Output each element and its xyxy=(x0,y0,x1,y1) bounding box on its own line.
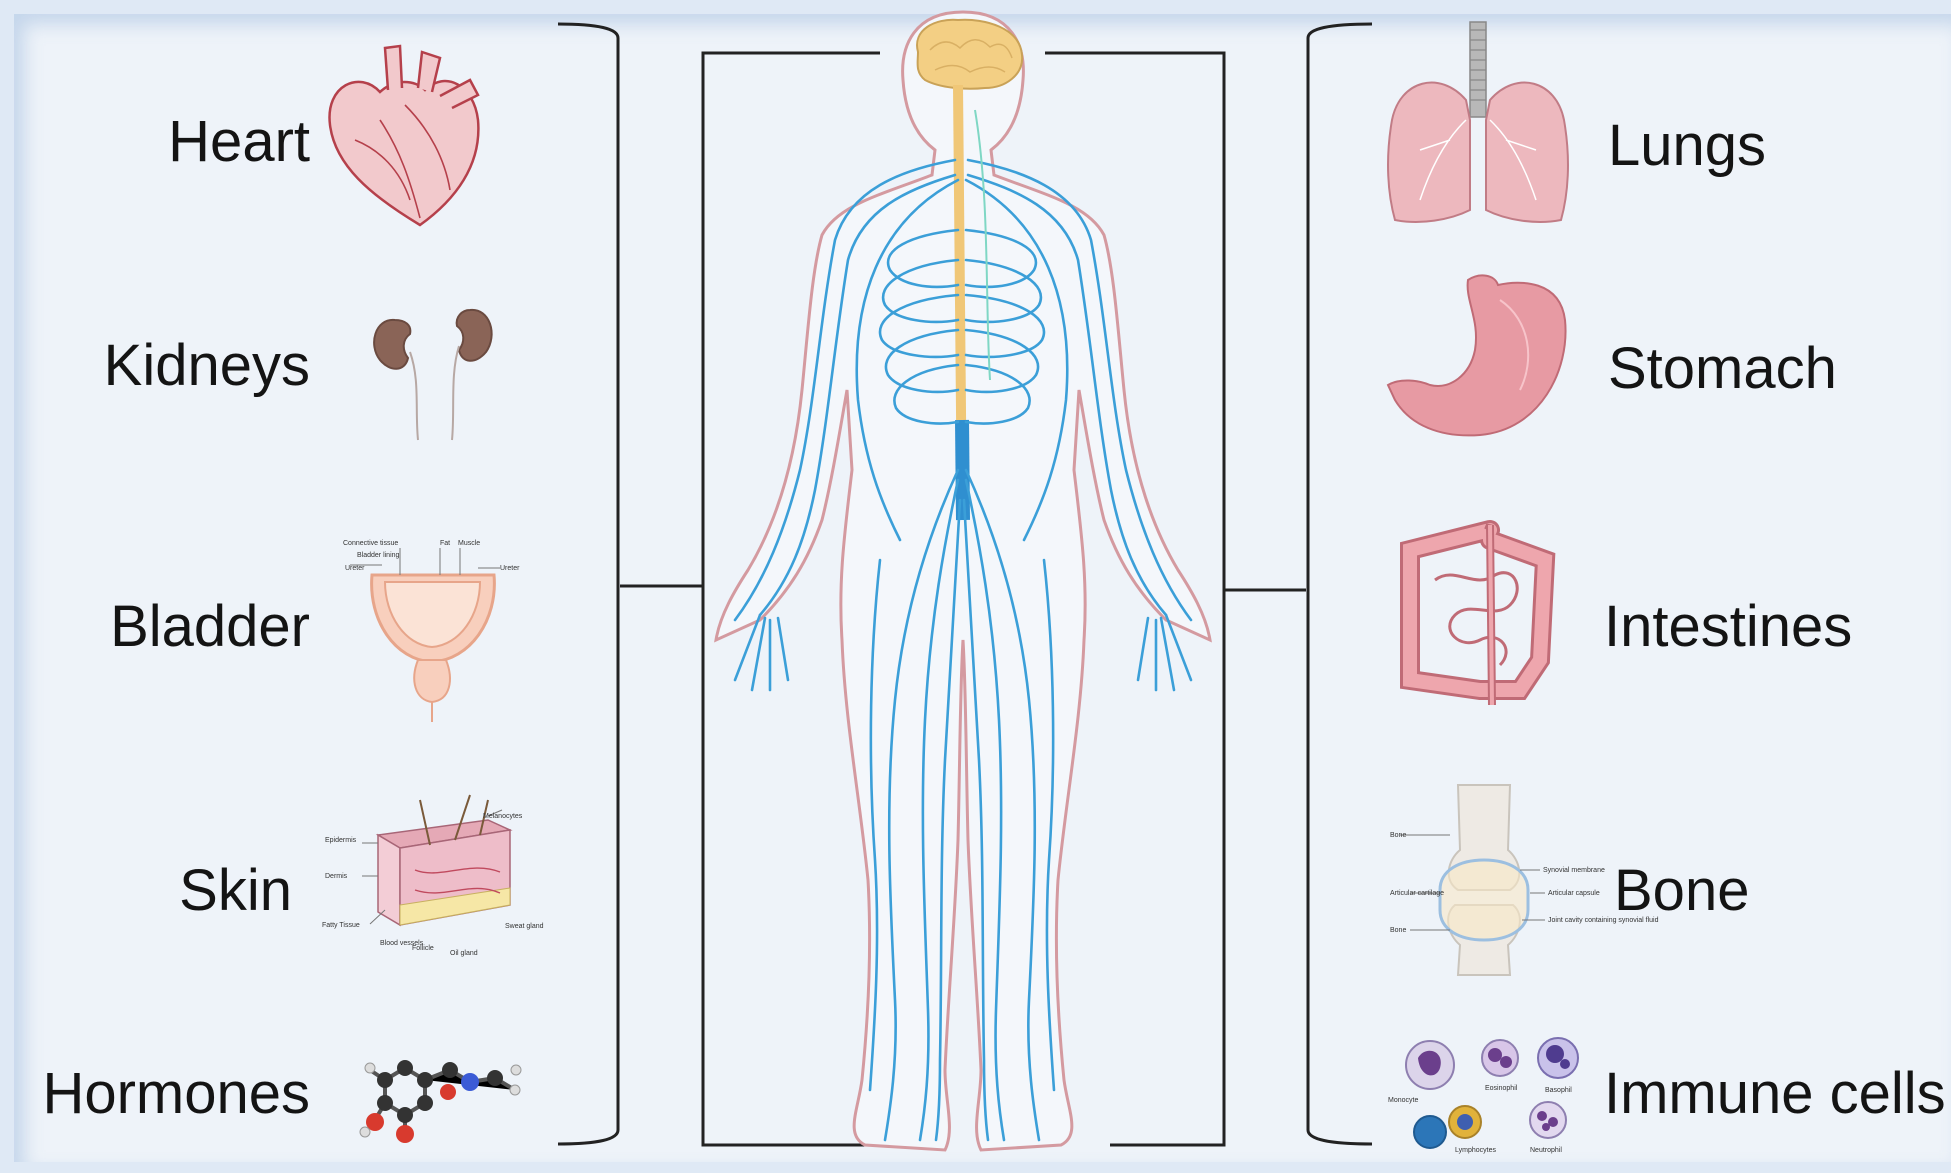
lungs-icon xyxy=(1388,22,1568,222)
label-immune-cells: Immune cells xyxy=(1604,1065,1946,1123)
bladder-annotation-fat: Fat xyxy=(440,540,450,547)
bladder-icon: Connective tissue Bladder lining Fat Mus… xyxy=(343,540,520,722)
kidneys-icon xyxy=(374,310,492,440)
bone-annotation-articular-capsule: Articular capsule xyxy=(1548,890,1600,897)
hormone-molecule-icon xyxy=(360,1060,521,1143)
bladder-annotation-connective-tissue: Connective tissue xyxy=(343,540,398,547)
immune-annotation-lymphocytes: Lymphocytes xyxy=(1455,1147,1496,1154)
bladder-annotation-muscle: Muscle xyxy=(458,540,480,547)
label-heart: Heart xyxy=(0,113,310,171)
label-lungs: Lungs xyxy=(1608,117,1766,175)
immune-annotation-neutrophil: Neutrophil xyxy=(1530,1147,1562,1154)
intestines-icon xyxy=(1410,525,1545,705)
skin-annotation-fatty-tissue: Fatty Tissue xyxy=(322,922,360,929)
left-organs-bracket xyxy=(558,24,618,1144)
label-bladder: Bladder xyxy=(0,598,310,656)
label-stomach: Stomach xyxy=(1608,340,1837,398)
nervous-system-figure xyxy=(716,12,1210,1150)
immune-cells-icon: Monocyte Eosinophil Basophil Lymphocytes… xyxy=(1388,1038,1578,1154)
bone-annotation-articular-cartilage: Articular cartilage xyxy=(1390,890,1444,897)
bladder-annotation-ureter-left: Ureter xyxy=(345,565,365,572)
skin-annotation-oil-gland: Oil gland xyxy=(450,950,478,957)
bone-annotation-bone-top: Bone xyxy=(1390,832,1406,839)
skin-annotation-dermis: Dermis xyxy=(325,873,348,880)
immune-annotation-monocyte: Monocyte xyxy=(1388,1097,1418,1104)
bone-annotation-synovial-membrane: Synovial membrane xyxy=(1543,867,1605,874)
skin-annotation-epidermis: Epidermis xyxy=(325,837,357,844)
bladder-annotation-lining: Bladder lining xyxy=(357,552,400,559)
skin-annotation-melanocytes: Melanocytes xyxy=(483,813,523,820)
label-intestines: Intestines xyxy=(1604,598,1852,656)
brain xyxy=(917,20,1022,89)
bone-annotation-bone-bottom: Bone xyxy=(1390,927,1406,934)
immune-annotation-eosinophil: Eosinophil xyxy=(1485,1085,1518,1092)
skin-annotation-follicle: Follicle xyxy=(412,945,434,952)
label-bone: Bone xyxy=(1614,862,1749,920)
label-skin: Skin xyxy=(0,862,292,920)
heart-icon xyxy=(330,46,479,225)
bladder-annotation-ureter-right: Ureter xyxy=(500,565,520,572)
skin-icon: Epidermis Dermis Fatty Tissue Melanocyte… xyxy=(322,795,544,957)
label-hormones: Hormones xyxy=(0,1065,310,1123)
skin-annotation-sweat-gland: Sweat gland xyxy=(505,923,544,930)
right-organs-bracket xyxy=(1308,24,1372,1144)
immune-annotation-basophil: Basophil xyxy=(1545,1087,1572,1094)
label-kidneys: Kidneys xyxy=(0,337,310,395)
stomach-icon xyxy=(1388,275,1566,435)
